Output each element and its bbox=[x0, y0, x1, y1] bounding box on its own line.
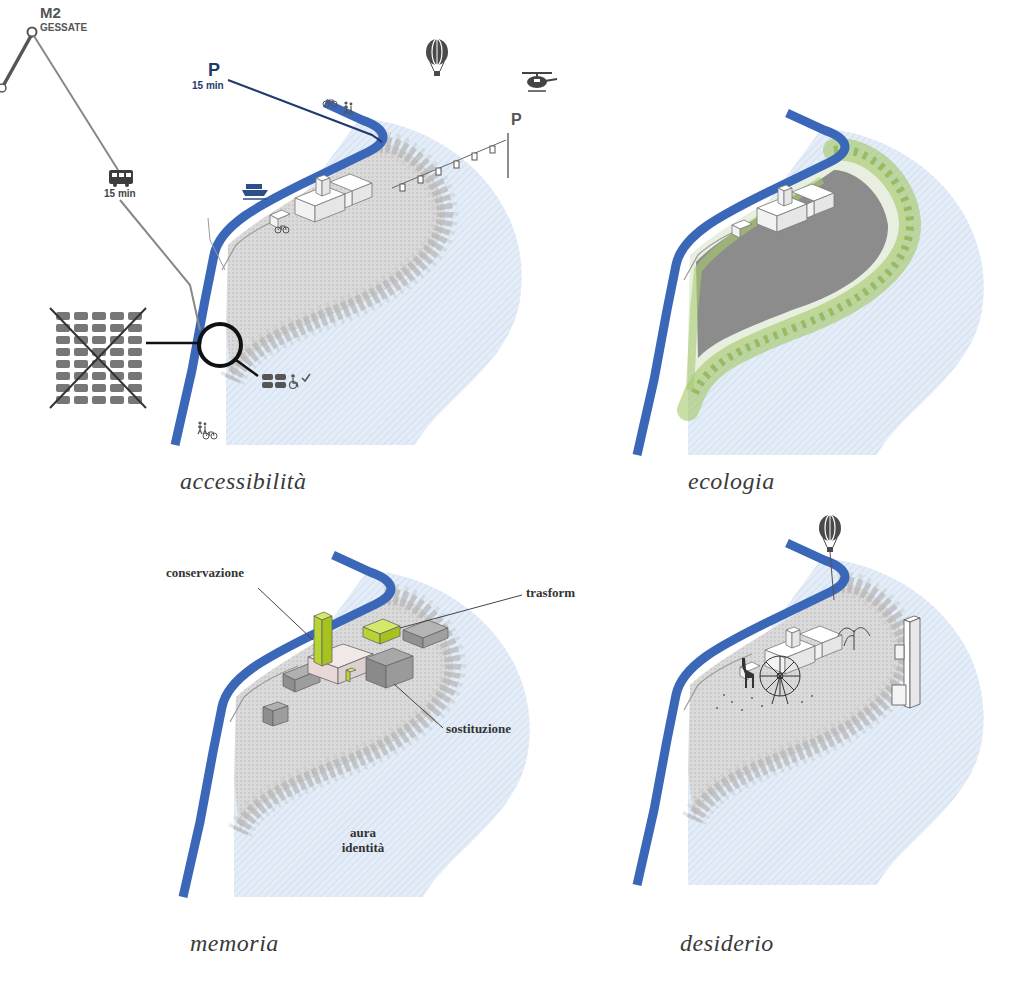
panel-caption: ecologia bbox=[688, 468, 775, 496]
panel-desire bbox=[637, 515, 984, 885]
parking-symbol: P bbox=[511, 111, 522, 129]
station-name: GESSATE bbox=[40, 22, 87, 34]
car-park-crossed bbox=[50, 308, 146, 408]
travel-time: 15 min bbox=[104, 188, 136, 200]
parking-symbol: P bbox=[208, 60, 220, 81]
panel-ecology bbox=[637, 113, 984, 455]
travel-time: 15 min bbox=[192, 80, 224, 92]
panel-caption: accessibilità bbox=[180, 468, 306, 496]
annotation: conservazione bbox=[166, 566, 244, 581]
panel-memory bbox=[183, 555, 530, 897]
panel-accessibility bbox=[0, 28, 557, 446]
annotation: sostituzione bbox=[446, 722, 511, 737]
panel-caption: memoria bbox=[190, 930, 279, 958]
station-name: M2 bbox=[40, 4, 61, 21]
panel-caption: desiderio bbox=[680, 930, 774, 958]
annotation: trasform bbox=[526, 586, 575, 601]
annotation: aura identità bbox=[328, 826, 398, 856]
